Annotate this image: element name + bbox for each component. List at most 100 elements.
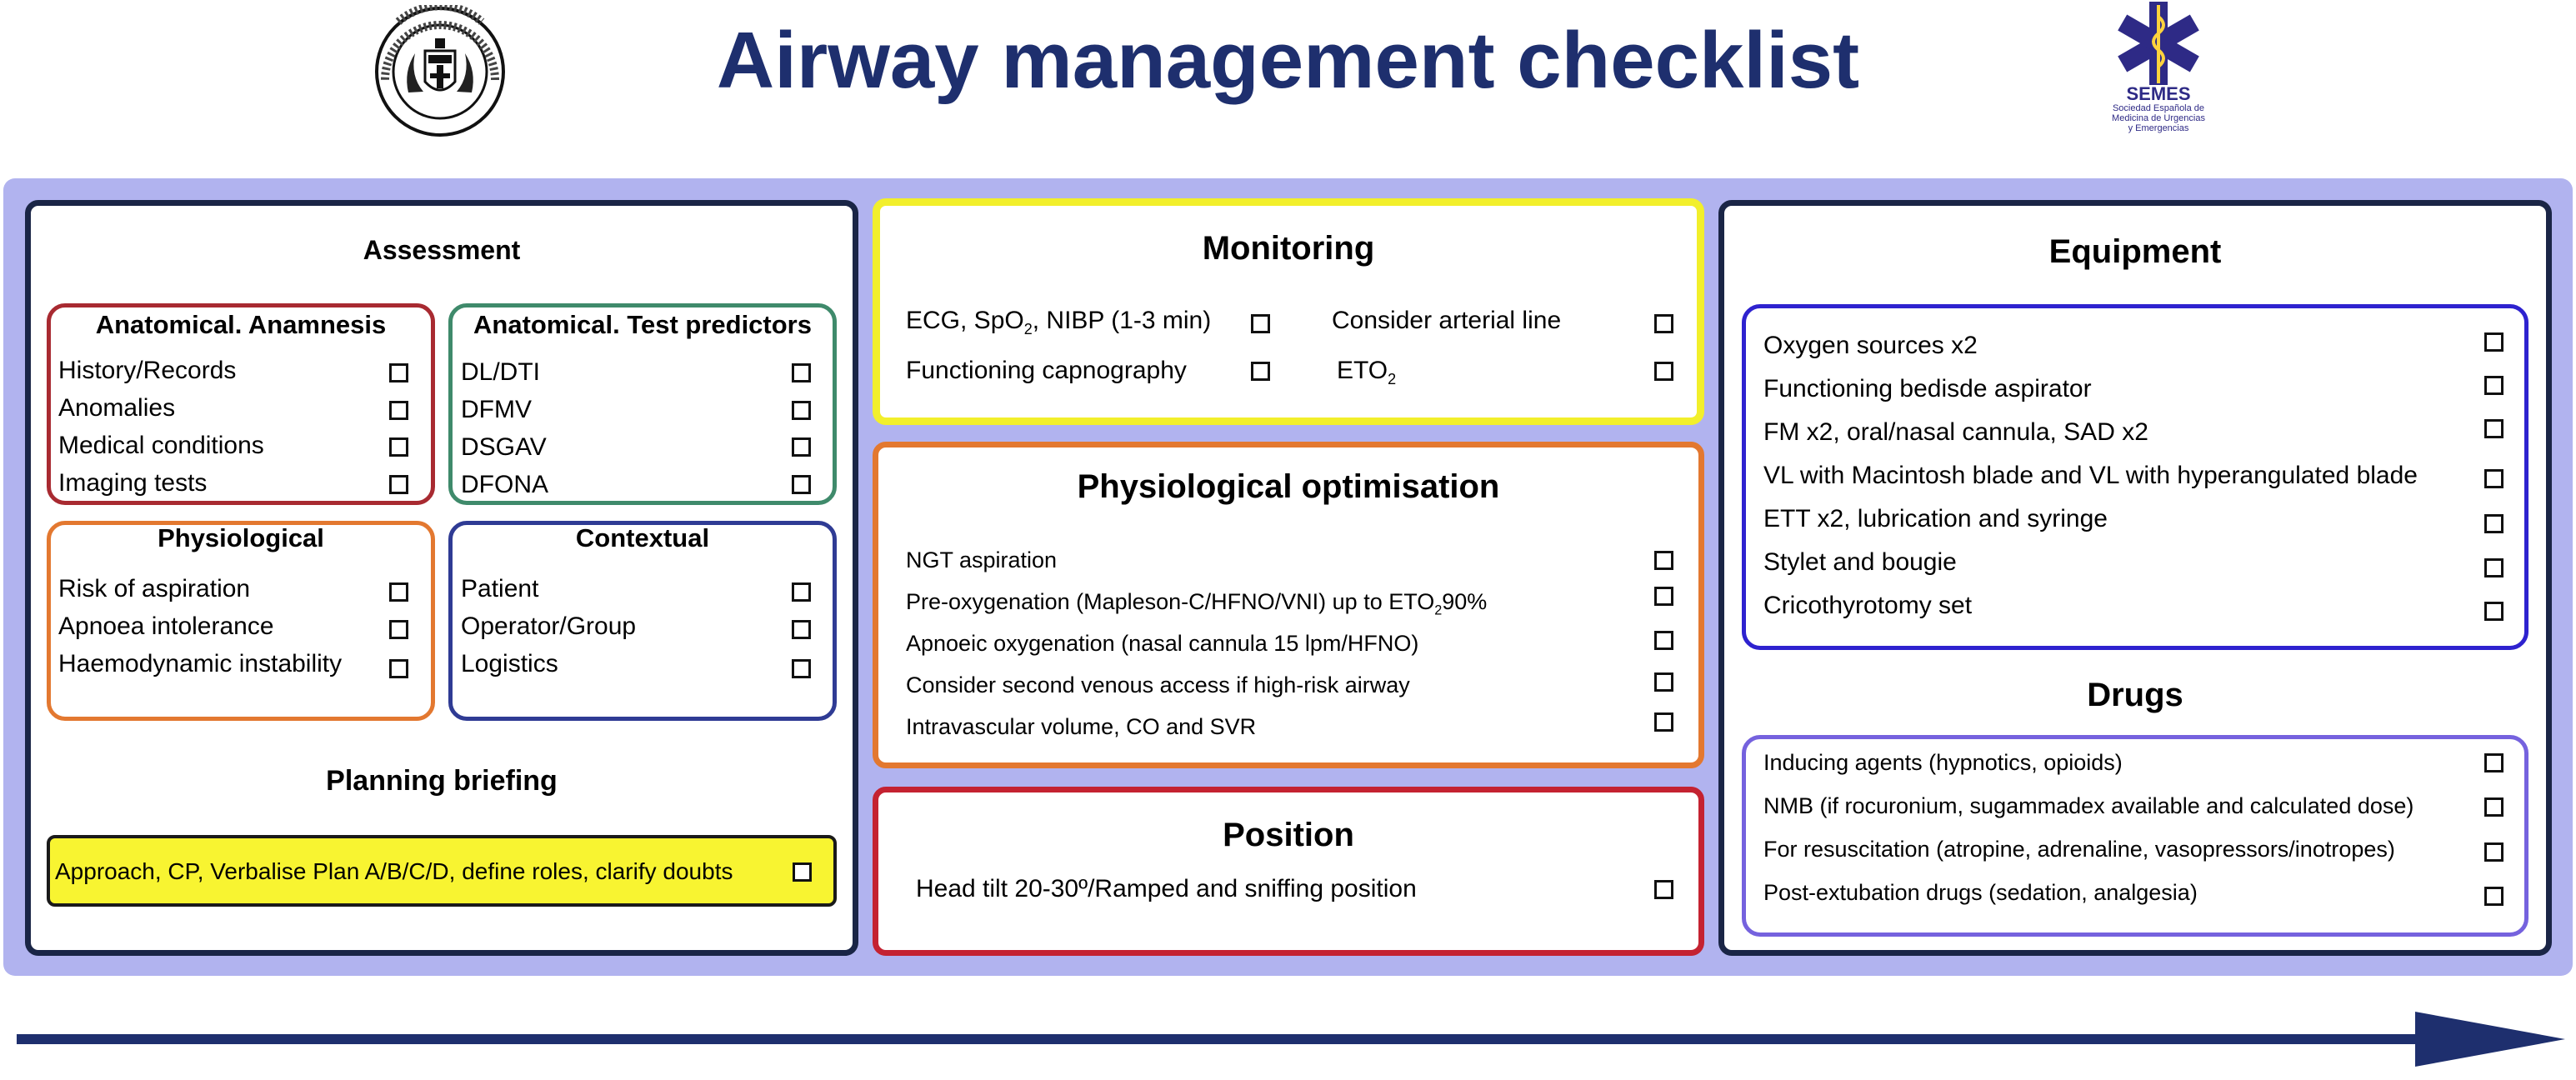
contextual-box bbox=[448, 521, 837, 721]
checkbox[interactable] bbox=[2484, 887, 2503, 906]
checkbox[interactable] bbox=[2484, 469, 2503, 488]
test-predictor-item: DSGAV bbox=[461, 433, 547, 461]
drug-item: Inducing agents (hypnotics, opioids) bbox=[1763, 750, 2123, 775]
test-predictors-title: Anatomical. Test predictors bbox=[473, 310, 812, 339]
checkbox[interactable] bbox=[792, 363, 811, 382]
monitoring-item: Consider arterial line bbox=[1332, 307, 1562, 334]
equipment-item: ETT x2, lubrication and syringe bbox=[1763, 505, 2108, 532]
contextual-title: Contextual bbox=[575, 523, 710, 552]
position-title: Position bbox=[1223, 817, 1354, 853]
subscript: 2 bbox=[1023, 321, 1033, 338]
checkbox[interactable] bbox=[2484, 332, 2503, 352]
checkbox[interactable] bbox=[793, 862, 812, 882]
star-of-life-icon bbox=[2100, 0, 2217, 142]
equipment-item: Cricothyrotomy set bbox=[1763, 592, 1973, 619]
checkbox[interactable] bbox=[1654, 314, 1673, 333]
semes-logo-name: SEMES bbox=[2126, 83, 2191, 104]
checkbox[interactable] bbox=[792, 659, 811, 678]
checkbox[interactable] bbox=[2484, 376, 2503, 395]
equipment-item: FM x2, oral/nasal cannula, SAD x2 bbox=[1763, 418, 2148, 446]
physiological-title: Physiological bbox=[158, 523, 324, 552]
checkbox[interactable] bbox=[1654, 551, 1673, 570]
test-predictors-box bbox=[448, 303, 837, 505]
optimisation-item: NGT aspiration bbox=[906, 548, 1058, 572]
equipment-panel bbox=[1718, 200, 2552, 956]
checkbox[interactable] bbox=[1654, 587, 1673, 606]
planning-item: Approach, CP, Verbalise Plan A/B/C/D, de… bbox=[55, 858, 733, 884]
checkbox[interactable] bbox=[792, 438, 811, 457]
semes-logo-subtitle: Sociedad Española de Medicina de Urgenci… bbox=[2083, 103, 2233, 133]
checkbox[interactable] bbox=[1251, 314, 1270, 333]
checkbox[interactable] bbox=[792, 582, 811, 602]
drug-item: NMB (if rocuronium, sugammadex available… bbox=[1763, 793, 2414, 818]
checkbox[interactable] bbox=[2484, 419, 2503, 438]
checkbox[interactable] bbox=[1654, 362, 1673, 381]
optimisation-item: Intravascular volume, CO and SVR bbox=[906, 714, 1257, 739]
anamnesis-item: History/Records bbox=[58, 357, 237, 384]
monitoring-item-eto2: ETO2 bbox=[1337, 357, 1396, 388]
planning-title: Planning briefing bbox=[326, 765, 558, 797]
checkbox[interactable] bbox=[389, 363, 408, 382]
checkbox[interactable] bbox=[1251, 362, 1270, 381]
checkbox[interactable] bbox=[1654, 712, 1673, 732]
checkbox[interactable] bbox=[389, 401, 408, 420]
checkbox[interactable] bbox=[2484, 558, 2503, 578]
equipment-title: Equipment bbox=[2048, 233, 2222, 270]
checkbox[interactable] bbox=[2484, 514, 2503, 533]
checkbox[interactable] bbox=[389, 659, 408, 678]
optimisation-item-text: Pre-oxygenation (Mapleson-C/HFNO/VNI) up… bbox=[906, 589, 1435, 614]
test-predictor-item: DL/DTI bbox=[461, 358, 541, 386]
arrow-right-icon bbox=[17, 1010, 2567, 1068]
monitoring-title: Monitoring bbox=[1202, 230, 1375, 267]
test-predictor-item: DFMV bbox=[461, 396, 532, 423]
physiological-item: Risk of aspiration bbox=[58, 575, 251, 602]
checkbox[interactable] bbox=[2484, 798, 2503, 817]
monitoring-panel bbox=[873, 198, 1704, 425]
anamnesis-item: Imaging tests bbox=[58, 469, 208, 497]
subscript: 2 bbox=[1434, 602, 1443, 618]
monitoring-item-text: , NIBP (1-3 min) bbox=[1032, 307, 1212, 334]
checkbox[interactable] bbox=[1654, 880, 1673, 899]
page-title: Airway management checklist bbox=[716, 16, 1860, 105]
position-panel bbox=[873, 787, 1704, 956]
checkbox[interactable] bbox=[2484, 602, 2503, 621]
test-predictor-item: DFONA bbox=[461, 471, 548, 498]
checkbox[interactable] bbox=[2484, 753, 2503, 772]
semes-sub-line-1: Sociedad Española de bbox=[2112, 103, 2205, 113]
drugs-box bbox=[1742, 735, 2528, 937]
checkbox[interactable] bbox=[1654, 631, 1673, 650]
checkbox[interactable] bbox=[389, 620, 408, 639]
monitoring-item-ecg: ECG, SpO2, NIBP (1-3 min) bbox=[906, 307, 1211, 338]
assessment-title: Assessment bbox=[363, 235, 521, 265]
physiological-box bbox=[47, 521, 435, 721]
planning-box bbox=[47, 835, 837, 907]
equipment-item: VL with Macintosh blade and VL with hype… bbox=[1763, 462, 2418, 489]
equipment-item: Oxygen sources x2 bbox=[1763, 332, 1978, 359]
checkbox[interactable] bbox=[1654, 672, 1673, 692]
checkbox[interactable] bbox=[792, 475, 811, 494]
anamnesis-box bbox=[47, 303, 435, 505]
anamnesis-title: Anatomical. Anamnesis bbox=[95, 310, 387, 339]
contextual-item: Operator/Group bbox=[461, 612, 637, 640]
anamnesis-item: Medical conditions bbox=[58, 432, 264, 459]
checkbox[interactable] bbox=[2484, 842, 2503, 862]
equipment-item: Functioning bedisde aspirator bbox=[1763, 375, 2092, 402]
contextual-item: Patient bbox=[461, 575, 539, 602]
monitoring-item-text: ECG, SpO bbox=[906, 307, 1024, 334]
checkbox[interactable] bbox=[389, 475, 408, 494]
optimisation-item-preoxygenation: Pre-oxygenation (Mapleson-C/HFNO/VNI) up… bbox=[906, 589, 1487, 618]
semes-sub-line-2: Medicina de Urgencias bbox=[2112, 113, 2205, 123]
checkbox[interactable] bbox=[792, 620, 811, 639]
equipment-item: Stylet and bougie bbox=[1763, 548, 1957, 576]
physiological-item: Haemodynamic instability bbox=[58, 650, 343, 678]
equipment-box bbox=[1742, 304, 2528, 650]
checkbox[interactable] bbox=[389, 582, 408, 602]
optimisation-item-text: 90% bbox=[1442, 589, 1488, 614]
semes-sub-line-3: y Emergencias bbox=[2128, 123, 2189, 133]
physiological-item: Apnoea intolerance bbox=[58, 612, 274, 640]
assessment-panel bbox=[25, 200, 858, 956]
contextual-item: Logistics bbox=[461, 650, 558, 678]
optimisation-title: Physiological optimisation bbox=[1077, 468, 1500, 505]
checkbox[interactable] bbox=[792, 401, 811, 420]
checkbox[interactable] bbox=[389, 438, 408, 457]
